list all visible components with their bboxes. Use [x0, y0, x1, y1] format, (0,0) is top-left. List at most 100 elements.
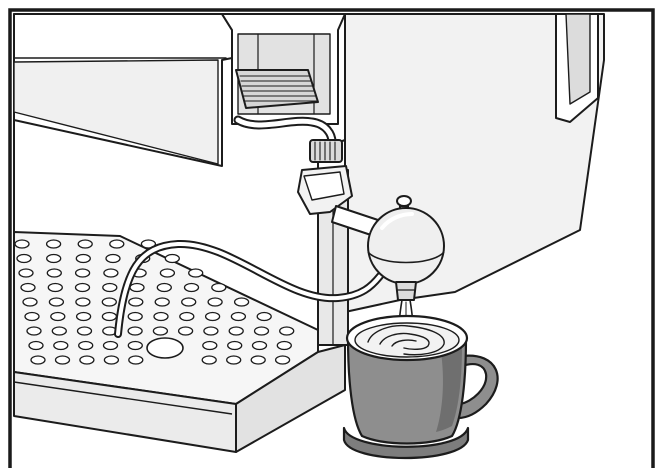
grate-hole [201, 355, 217, 365]
grate-hole [109, 239, 125, 249]
grate-hole [230, 311, 247, 322]
steam-pipe-nut-knurl [314, 141, 336, 161]
grate-hole [233, 297, 250, 307]
coffee-machine-icon [13, 13, 605, 346]
grate-hole [54, 355, 71, 365]
frother-sphere-band [367, 251, 445, 264]
grate-hole [101, 311, 118, 322]
grate-hole [128, 297, 144, 307]
coffee-outlet [235, 69, 319, 109]
machine-front-cover-shade [13, 59, 219, 165]
grate-hole [76, 326, 93, 336]
grate-hole [16, 253, 32, 264]
drip-tray-lip [13, 381, 233, 415]
grate-hole [279, 326, 295, 336]
machine-side-window-inner [565, 13, 591, 105]
grate-hole [203, 326, 219, 336]
grate-hole [103, 355, 120, 365]
cup-saucer [342, 426, 470, 459]
milk-foam [367, 324, 445, 356]
grate-hole [127, 340, 143, 351]
grate-hole [164, 253, 180, 264]
grate-hole [156, 282, 172, 293]
grate-hole [179, 311, 195, 322]
grate-hole [154, 297, 170, 307]
frother-sphere [367, 207, 445, 285]
milk-tube-icon [114, 239, 384, 338]
grate-hole [127, 326, 143, 336]
grate-hole [53, 340, 69, 351]
grate-hole [46, 268, 62, 278]
frother-nozzle [395, 281, 417, 301]
grate-hole [48, 297, 65, 307]
grate-hole [207, 297, 223, 307]
grate-hole [276, 340, 292, 351]
grate-hole [47, 282, 63, 293]
grate-hole [102, 282, 118, 293]
grate-hole [211, 282, 227, 293]
grate-hole [159, 268, 176, 278]
frother-knob [396, 195, 412, 207]
grate-hole [79, 355, 95, 365]
grate-hole [188, 268, 204, 278]
grate-hole [251, 340, 268, 351]
grate-hole [74, 282, 91, 293]
grate-hole [45, 239, 62, 249]
drip-tray-drain [146, 337, 184, 359]
grate-hole [128, 355, 144, 365]
grate-hole [256, 311, 272, 322]
grate-hole [177, 326, 194, 336]
grate-hole [152, 326, 169, 336]
grate-hole [75, 253, 91, 264]
grate-hole [153, 311, 169, 322]
grate-hole [129, 282, 145, 293]
grate-hole [14, 239, 30, 249]
grate-hole [18, 268, 34, 278]
figure-frame [8, 8, 655, 468]
grate-hole [28, 340, 44, 351]
grate-hole [274, 355, 291, 365]
milk-frother-icon [367, 195, 445, 301]
milk-tube-inner [116, 241, 382, 336]
grate-hole [101, 297, 117, 307]
steam-pipe [233, 115, 379, 237]
grate-hole [105, 253, 121, 264]
grate-hole [103, 268, 119, 278]
grate-hole [26, 326, 42, 336]
grate-hole [50, 311, 66, 322]
grate-hole [250, 355, 266, 365]
grate-hole [140, 239, 157, 249]
drip-tray-side [235, 344, 346, 453]
cup-body-shade [436, 346, 462, 432]
frother-sphere-highlight [380, 212, 414, 230]
grate-hole [202, 340, 218, 351]
grate-hole [228, 326, 244, 336]
grate-hole [30, 355, 46, 365]
grate-hole [74, 268, 91, 278]
grate-hole [24, 311, 40, 322]
grate-hole [20, 282, 36, 293]
drip-tray [13, 231, 346, 453]
grate-hole [75, 311, 92, 322]
grate-hole [78, 340, 94, 351]
grate-hole [183, 282, 200, 293]
grate-hole [253, 326, 270, 336]
grate-hole [226, 355, 242, 365]
grate-hole [227, 340, 243, 351]
steam-connector-face [303, 171, 345, 201]
steam-pipe-nut [309, 139, 343, 163]
grate-hole [46, 253, 62, 264]
grate-hole [51, 326, 67, 336]
grate-hole [102, 340, 119, 351]
steam-pipe-upper-inner [235, 117, 335, 145]
grate-hole [75, 297, 91, 307]
coffee-outlet-ribs [239, 75, 318, 102]
grate-hole [22, 297, 38, 307]
cup-body [346, 336, 468, 445]
grate-hole [77, 239, 93, 249]
grate-hole [181, 297, 197, 307]
grate-hole [204, 311, 221, 322]
grate-hole [127, 311, 143, 322]
